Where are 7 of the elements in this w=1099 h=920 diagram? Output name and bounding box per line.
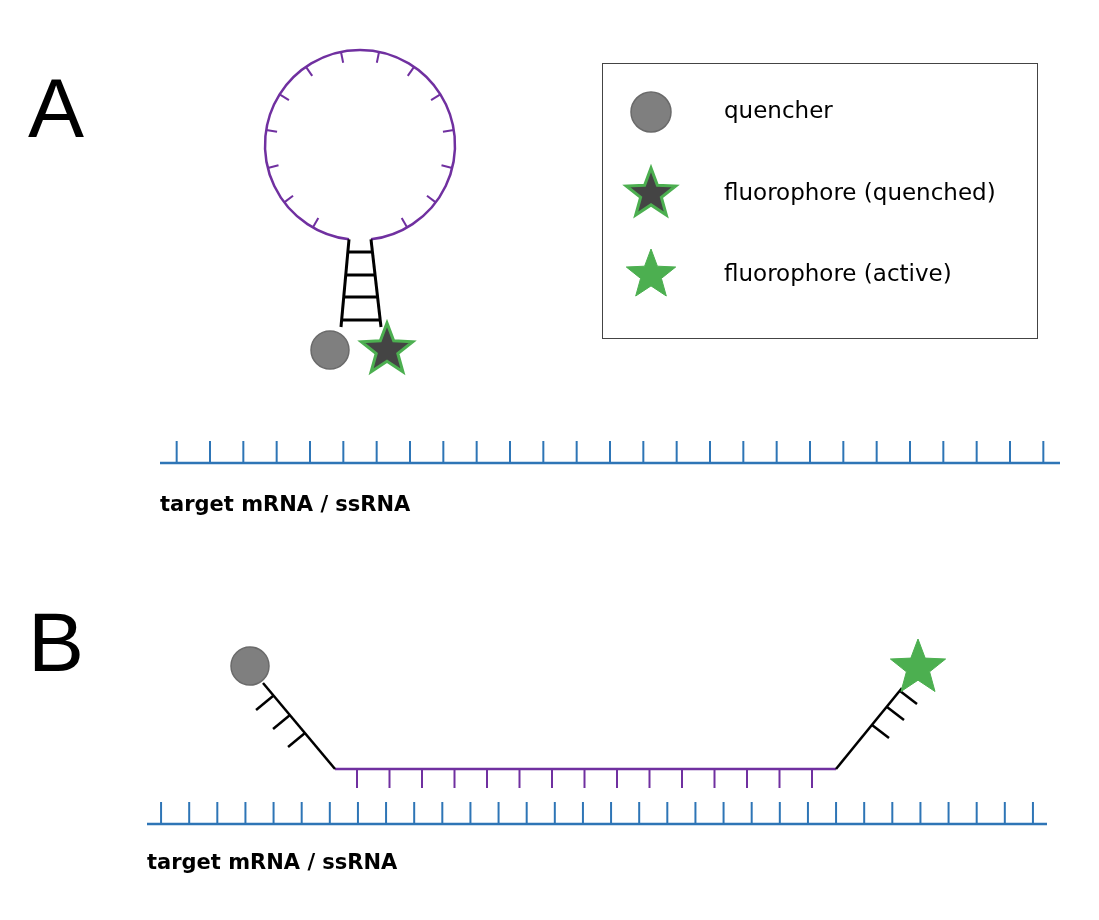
legend-text: quencher bbox=[724, 97, 833, 123]
strand-label: target mRNA / ssRNA bbox=[147, 850, 398, 874]
legend-text: fluorophore (active) bbox=[724, 260, 952, 286]
strand-label: target mRNA / ssRNA bbox=[160, 492, 411, 516]
legend-text: fluorophore (quenched) bbox=[724, 179, 996, 205]
panel-letter: B bbox=[28, 600, 85, 684]
panel-letter: A bbox=[28, 66, 85, 150]
